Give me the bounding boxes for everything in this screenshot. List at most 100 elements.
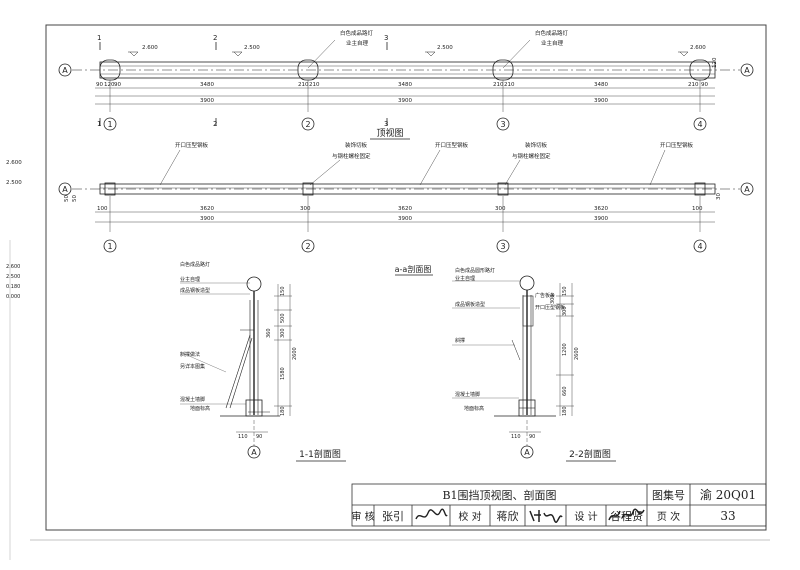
elev-dim-100-a: 100	[97, 206, 108, 212]
elev-grid-4: 4	[697, 242, 702, 251]
light-note-b: 白色成品路灯	[535, 29, 569, 37]
s22-dim-2600: 2600	[574, 347, 580, 360]
s11-dim-500: 500	[280, 313, 286, 323]
margin-elev-1: 2.600	[6, 160, 22, 166]
note-decor-plate-2: 装饰切板	[525, 141, 548, 149]
dim-3480-b: 3480	[398, 82, 412, 88]
elev-axis-a-left: A	[62, 185, 68, 194]
elev-axis-a-right: A	[744, 185, 750, 194]
s11-dim-180: 180	[280, 406, 286, 416]
section-1-1: 白色成品路灯 业主自理 成品钢板造型 斜撑做法 另详本图集 混凝土墙脚 地面标高…	[179, 261, 346, 462]
dim-120: 120	[104, 82, 115, 88]
bay-span-3: 3900	[594, 98, 608, 104]
s11-dim-1580: 1580	[280, 367, 286, 380]
grid-3: 3	[500, 120, 505, 129]
s22-note-owner: 业主自理	[455, 275, 475, 282]
section-1-1-title: 1-1剖面图	[299, 448, 341, 460]
dim-210-b: 210	[309, 82, 320, 88]
s22-dim-90: 90	[529, 434, 535, 440]
section-2-2: 白色成品圆形路灯 业主自理 广告板条 开口压型钢板 成品钢板造型 斜撑 混凝土墙…	[452, 267, 616, 462]
s22-note-ground: 地面标高	[464, 405, 484, 412]
s22-dim-180: 180	[562, 406, 568, 416]
end-dim: 120	[712, 57, 718, 68]
title-block-lines	[351, 483, 767, 527]
elev-dim-3620-b: 3620	[398, 206, 412, 212]
elev-mark-1: 2.600	[142, 45, 158, 51]
note-decor-plate-1: 装饰切板	[345, 141, 368, 149]
s11-note-light: 白色成品路灯	[180, 261, 210, 268]
note-bolt-1: 与钢柱螺栓固定	[332, 152, 371, 160]
dim-210-a: 210	[298, 82, 309, 88]
s11-dim-90: 90	[256, 434, 262, 440]
elev-grid-3: 3	[500, 242, 505, 251]
bay-span-2: 3900	[398, 98, 412, 104]
s22-dim-150: 150	[562, 286, 568, 296]
note-bolt-2: 与钢柱螺栓固定	[512, 152, 551, 160]
section-mark-2-bottom: 2	[213, 120, 217, 128]
s11-note-ref: 另详本图集	[180, 363, 205, 370]
section-mark-1-bottom: 1	[97, 120, 101, 128]
side-dim-50-b: 50	[72, 195, 78, 202]
light-owner-b: 业主自理	[541, 39, 564, 47]
dim-210-e: 210	[688, 82, 699, 88]
section-aa-title: a-a剖面图	[395, 264, 432, 274]
elev-bay-3: 3900	[594, 216, 608, 222]
s22-note-light: 白色成品圆形路灯	[455, 267, 495, 274]
s22-dim-1200: 1200	[562, 343, 568, 356]
s22-axis-a: A	[524, 448, 530, 457]
dim-3480-a: 3480	[200, 82, 214, 88]
elev-dim-300-a: 300	[300, 206, 311, 212]
page-number: 33	[720, 508, 736, 523]
design-label: 设 计	[574, 512, 598, 523]
elev-grid-2: 2	[305, 242, 310, 251]
s22-note-steel: 成品钢板造型	[455, 301, 485, 308]
s22-note-deck: 开口压型钢板	[535, 304, 565, 311]
margin-note-2: 2.500	[6, 274, 20, 280]
bay-span-1: 3900	[200, 98, 214, 104]
note-open-deck-1: 开口压型钢板	[175, 141, 209, 149]
elev-dim-3620-a: 3620	[200, 206, 214, 212]
s11-note-brace: 斜撑做法	[180, 351, 200, 358]
section-mark-1-top: 1	[97, 34, 101, 42]
section-mark-3-top: 3	[384, 34, 388, 42]
review-label: 审 核	[351, 512, 375, 523]
s11-dim-2600: 2600	[292, 347, 298, 360]
s22-dim-110: 110	[511, 434, 521, 440]
elev-mark-2: 2.500	[244, 45, 260, 51]
s22-note-base: 混凝土墙脚	[455, 391, 480, 398]
light-note-a: 白色成品路灯	[340, 29, 374, 37]
s11-dim-300: 300	[280, 328, 286, 338]
designer-name: 谷程贤	[610, 509, 643, 523]
s22-note-brace: 斜撑	[455, 337, 465, 344]
grid-2: 2	[305, 120, 310, 129]
section-mark-2-top: 2	[213, 34, 217, 42]
atlas-number: 渝 20Q01	[699, 488, 757, 502]
light-owner-a: 业主自理	[346, 39, 369, 47]
drawing-title: B1围挡顶视图、剖面图	[442, 488, 557, 502]
plan-view-title: 顶视图	[376, 127, 403, 139]
reviewer-name: 张引	[382, 509, 404, 523]
grid-1: 1	[107, 120, 112, 129]
grid-4: 4	[697, 120, 702, 129]
margin-note-1: 2.600	[6, 264, 20, 270]
s11-dim-150: 150	[280, 286, 286, 296]
checker-name: 蒋欣	[496, 509, 519, 523]
s11-dim-110: 110	[238, 434, 248, 440]
dim-210-d: 210	[504, 82, 515, 88]
sheet-border	[45, 24, 767, 531]
s11-note-base: 混凝土墙脚	[180, 396, 205, 403]
section-2-2-title: 2-2剖面图	[569, 448, 611, 460]
s22-dim-660: 660	[562, 386, 568, 396]
s11-note-steel: 成品钢板造型	[180, 287, 210, 294]
section-mark-3-bottom: 3	[384, 120, 388, 128]
elev-dim-100-b: 100	[692, 206, 703, 212]
designer-signature	[608, 508, 645, 521]
note-open-deck-2: 开口压型钢板	[435, 141, 469, 149]
s22-dim-300-b: 300	[562, 306, 568, 316]
elevation-view: A A 开口压型钢板 装饰切板 与钢柱螺栓固定 开口压型钢板 装饰切板 与钢柱螺…	[6, 141, 754, 253]
dim-3480-c: 3480	[594, 82, 608, 88]
dim-90-a: 90	[96, 82, 103, 88]
side-dim-30: 30	[716, 193, 722, 200]
axis-a-label-right: A	[744, 66, 750, 75]
s22-note-ad-strip: 广告板条	[535, 292, 555, 299]
